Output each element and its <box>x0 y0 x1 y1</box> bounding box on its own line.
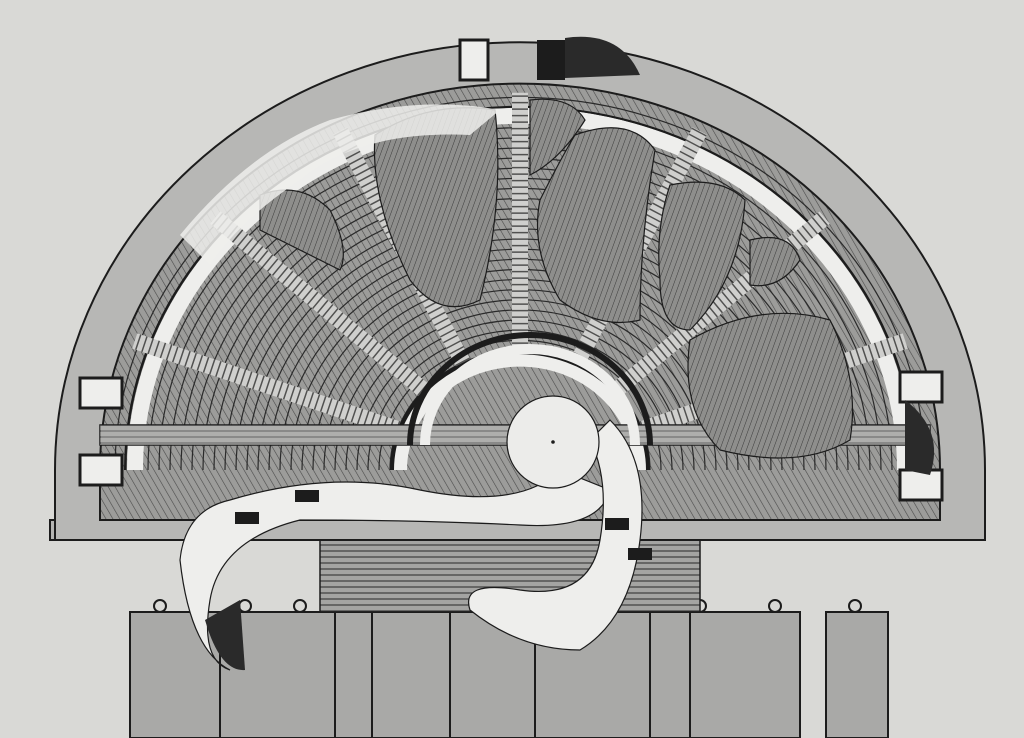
orchestra-wall <box>407 332 653 446</box>
top-entrance <box>458 38 490 82</box>
side-block <box>825 611 889 738</box>
dark-corner-right <box>905 400 935 475</box>
orchestra <box>235 332 653 560</box>
eroded-areas <box>179 98 935 671</box>
wall-fragment <box>295 490 319 502</box>
entrance <box>898 468 944 502</box>
entrance <box>898 370 944 404</box>
column-base <box>153 599 167 613</box>
center-point <box>551 440 555 444</box>
cleared-path-right <box>468 419 643 651</box>
top-entrance-dark <box>537 40 565 80</box>
wall-fragment <box>235 512 259 524</box>
entrance <box>78 376 124 410</box>
weathered-area <box>529 98 586 176</box>
column-base <box>768 599 782 613</box>
entrance <box>78 453 124 487</box>
wall-fragment <box>628 548 652 560</box>
stair-steps <box>132 333 401 437</box>
weathered-area <box>658 181 746 331</box>
dark-corner <box>205 600 245 671</box>
dark-mass <box>565 36 640 78</box>
weathered-area <box>687 312 854 459</box>
weathered-area <box>259 189 344 271</box>
orchestra-walkway <box>420 344 640 446</box>
wall-fragment <box>605 518 629 530</box>
stair-steps <box>639 333 908 437</box>
column-base <box>848 599 862 613</box>
radial-stair <box>210 211 429 397</box>
weathered-area <box>536 127 656 324</box>
column-base <box>238 599 252 613</box>
column-base <box>293 599 307 613</box>
weathered-area <box>749 236 801 287</box>
cleared-path-lower <box>179 469 611 671</box>
cleared-path <box>180 104 500 265</box>
